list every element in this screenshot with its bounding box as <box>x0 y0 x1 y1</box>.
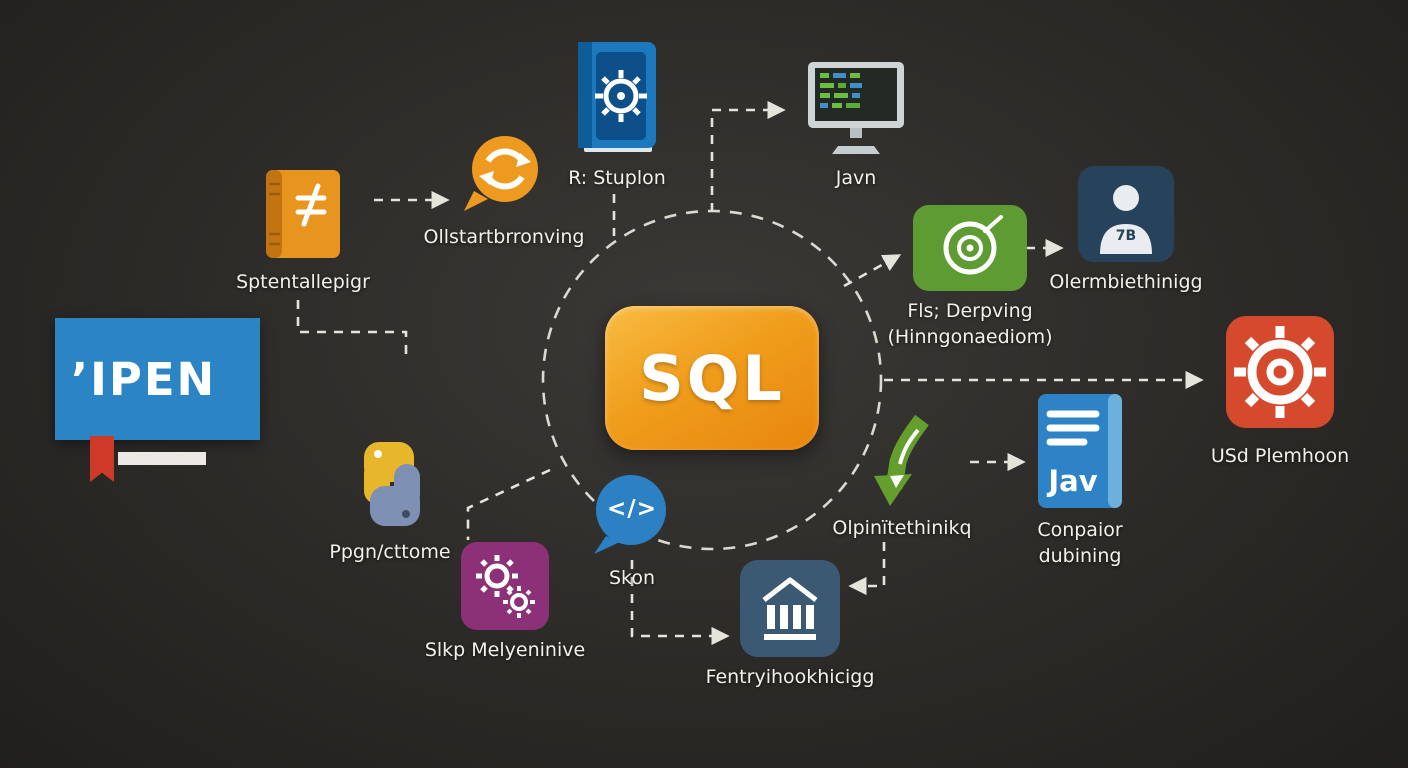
python-icon <box>340 436 440 532</box>
node-book-orange: Sptentallepigr <box>215 166 391 296</box>
code-chat-icon: </> <box>586 470 678 558</box>
document-icon: Jav <box>1034 392 1126 510</box>
node-book-blue: R: Stuplon <box>560 38 674 192</box>
doc-text: Jav <box>1048 464 1098 498</box>
bank-icon <box>740 560 840 657</box>
gears-icon <box>461 542 549 630</box>
node-label: Slkp Melyeninive <box>424 639 586 661</box>
node-gears-purple: Slkp Melyeninive <box>414 542 596 664</box>
sync-bubble-icon <box>458 131 550 217</box>
presentation-screen-icon: ʼIPEN <box>55 318 260 440</box>
node-label: R: Stuplon <box>568 167 666 189</box>
down-arrow-icon <box>860 414 944 508</box>
node-target: Fls; Derpving (Hinngonaediom) <box>878 205 1062 350</box>
node-label: Javn <box>835 167 877 189</box>
gear-book-icon <box>574 38 660 158</box>
node-arrow-green: Olpinïtethinikq <box>828 414 976 542</box>
node-label: Fls; Derpving (Hinngonaediom) <box>887 300 1053 348</box>
code-glyph: </> <box>607 496 657 522</box>
node-sync: Ollstartbrronving <box>416 131 592 251</box>
node-user: 7B Olermbiethinigg <box>1036 166 1216 296</box>
sql-center-node: SQL <box>605 306 819 450</box>
target-icon <box>913 205 1027 291</box>
node-label: USd Plemhoon <box>1210 445 1350 467</box>
user-badge: 7B <box>1115 228 1137 244</box>
node-chat-code: </> Skon <box>586 470 678 592</box>
screen-label: ʼIPEN <box>71 352 217 406</box>
bookmark-ribbon-icon <box>90 436 114 482</box>
node-label: Olermbiethinigg <box>1049 271 1203 293</box>
node-bank: Fentryihookhicigg <box>696 560 884 691</box>
node-label: Fentryihookhicigg <box>705 666 875 688</box>
node-monitor: Javn <box>798 58 914 192</box>
screen-base-bar <box>118 452 206 465</box>
node-gear-red: USd Plemhoon <box>1200 308 1360 470</box>
node-java-doc: Jav Conpaior dubining <box>996 392 1164 569</box>
node-python: Ppgn/cttome <box>296 436 484 566</box>
node-label: Ppgn/cttome <box>329 541 451 563</box>
node-label: Skon <box>608 567 656 589</box>
book-icon <box>260 166 346 262</box>
node-label: Conpaior dubining <box>1037 519 1123 567</box>
node-label: Olpinïtethinikq <box>832 517 972 539</box>
node-label: Ollstartbrronving <box>423 226 585 248</box>
user-icon: 7B <box>1078 166 1174 262</box>
sql-label: SQL <box>639 341 785 415</box>
gear-icon <box>1222 308 1338 436</box>
node-label: Sptentallepigr <box>236 271 370 293</box>
code-monitor-icon <box>802 58 910 158</box>
